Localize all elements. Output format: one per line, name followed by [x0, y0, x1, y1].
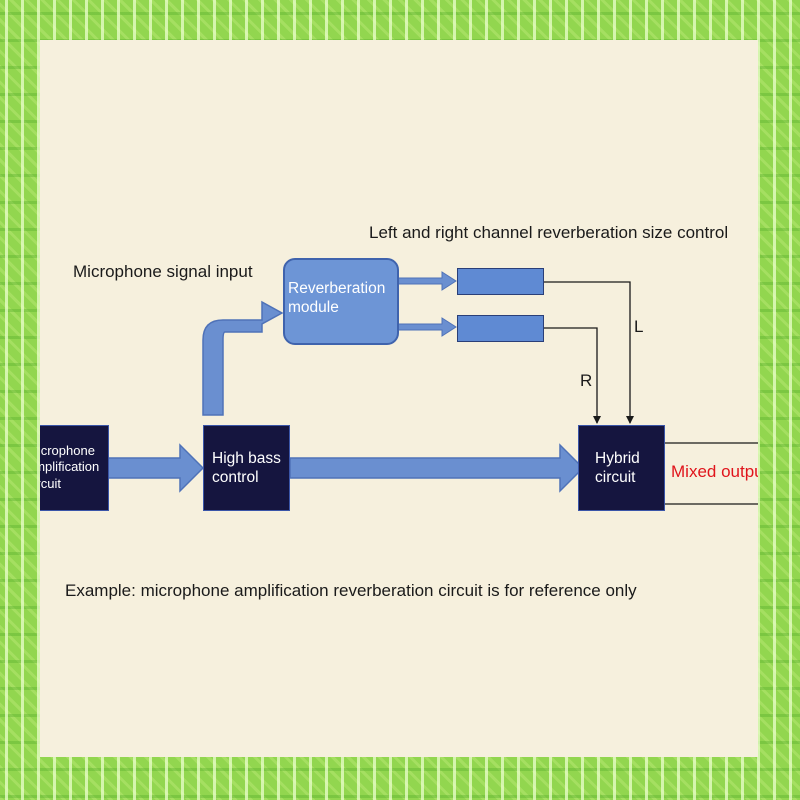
- reverberation-module-block: Reverberation module: [283, 258, 399, 345]
- mic-amplification-block: Microphone amplification circuit: [40, 425, 109, 511]
- arrow-signal-to-reverb: [202, 300, 284, 416]
- channel-l-label: L: [634, 317, 644, 336]
- diagram-connectors: [107, 271, 758, 505]
- arrow-reverb-to-left-control: [397, 271, 457, 291]
- high-bass-control-block: High bass control: [203, 425, 290, 511]
- hybrid-line1: Hybrid: [595, 450, 640, 467]
- diagram-canvas: Left and right channel reverberation siz…: [40, 40, 758, 757]
- mic-amp-line2: amplification: [40, 459, 100, 475]
- example-note: Example: microphone amplification reverb…: [65, 581, 637, 600]
- reverb-line1: Reverberation: [288, 280, 386, 297]
- mixed-output-label: Mixed output: [671, 462, 758, 481]
- arrow-reverb-to-right-control: [397, 317, 457, 337]
- mic-amp-line3: circuit: [40, 475, 61, 491]
- hybrid-circuit-block: Hybrid circuit: [578, 425, 665, 511]
- line-right-channel: [544, 327, 601, 424]
- high-bass-line1: High bass: [212, 450, 281, 467]
- channel-r-label: R: [580, 371, 593, 390]
- mic-signal-input-label: Microphone signal input: [73, 262, 253, 281]
- line-left-channel: [544, 281, 634, 424]
- arrow-mic-to-highbass: [107, 443, 205, 493]
- arrow-highbass-to-hybrid: [289, 443, 585, 493]
- left-channel-size-control: [457, 268, 544, 295]
- reverb-size-control-label: Left and right channel reverberation siz…: [369, 223, 729, 242]
- high-bass-line2: control: [212, 468, 259, 486]
- mic-amp-line1: Microphone: [40, 443, 95, 458]
- right-channel-size-control: [457, 315, 544, 342]
- reverb-line2: module: [288, 298, 339, 316]
- hybrid-line2: circuit: [595, 468, 636, 486]
